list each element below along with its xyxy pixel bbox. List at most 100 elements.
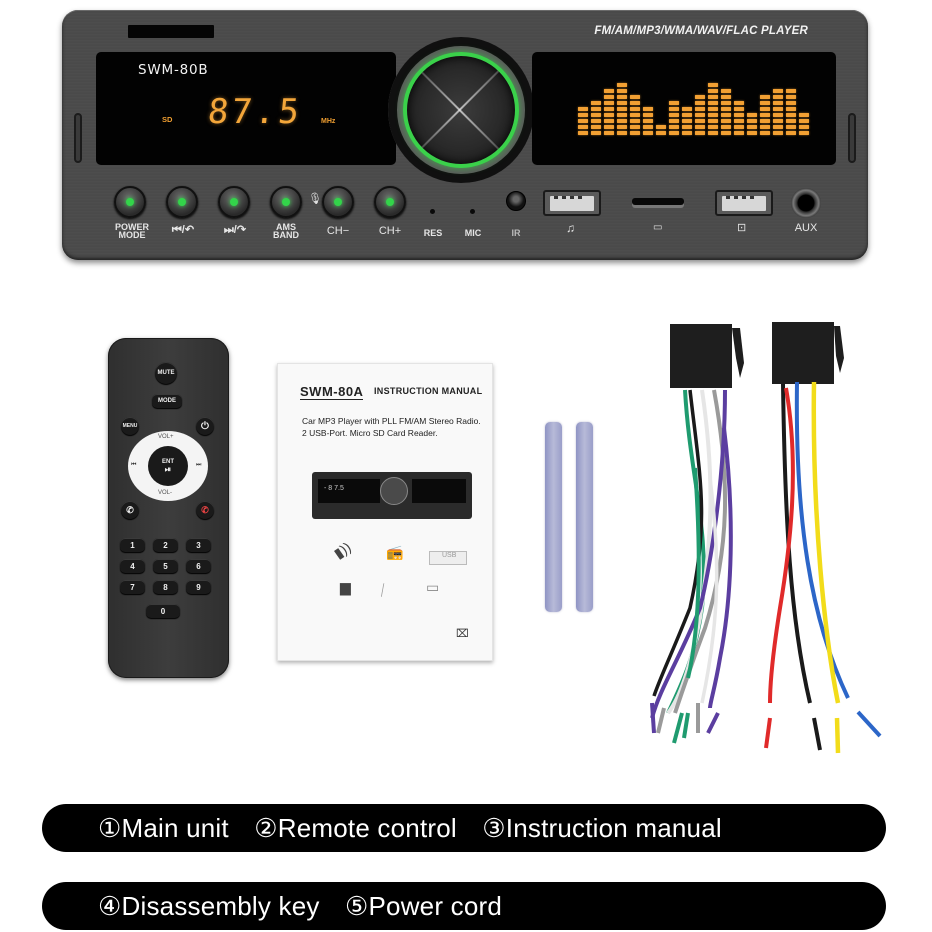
menu-button[interactable]: MENU xyxy=(121,417,139,435)
call-answer-icon[interactable]: ✆ xyxy=(121,501,139,519)
frequency-unit: MHz xyxy=(321,118,336,125)
eq-bar xyxy=(695,95,705,135)
ams-band-button[interactable] xyxy=(270,186,302,218)
source-indicator: SD xyxy=(162,115,173,124)
connector-left xyxy=(670,324,732,388)
manual-unit-illustration: - 8 7.5 xyxy=(312,472,472,519)
disassembly-key-2 xyxy=(576,422,593,612)
eq-bar xyxy=(643,107,653,135)
eq-bar xyxy=(708,83,718,135)
eq-bar xyxy=(669,101,679,135)
key-5[interactable]: 5 xyxy=(153,559,178,573)
led-indicator xyxy=(230,198,238,206)
manual-title: INSTRUCTION MANUAL xyxy=(374,386,483,396)
sd-card-icon: ▆ xyxy=(340,579,351,595)
prev-answer-button[interactable] xyxy=(166,186,198,218)
key-0[interactable]: 0 xyxy=(146,604,180,618)
volume-knob[interactable] xyxy=(388,37,534,183)
disc-slot xyxy=(128,25,214,38)
enter-play-button[interactable]: ENT ⏯ xyxy=(148,446,188,486)
left-release-notch xyxy=(74,113,82,163)
caption-line-2: ④Disassembly key ⑤Power cord xyxy=(42,882,886,930)
recycle-bin-icon: ⌧ xyxy=(456,628,469,640)
eq-bar xyxy=(617,83,627,135)
prev-answer-label: ⏮/↶ xyxy=(171,224,195,236)
right-release-notch xyxy=(848,113,856,163)
key-1[interactable]: 1 xyxy=(120,538,145,552)
mute-button[interactable]: MUTE xyxy=(155,362,177,384)
next-hangup-label: ⏭/↷ xyxy=(223,224,247,236)
wireless-remote-icon: ▮)) xyxy=(330,538,354,562)
led-indicator xyxy=(386,198,394,206)
next-icon[interactable]: ⏭ xyxy=(196,462,202,468)
reset-hole[interactable] xyxy=(430,209,435,214)
navigation-pad[interactable]: VOL+ VOL- ⏮ ⏭ ENT ⏯ xyxy=(128,431,208,501)
mode-button[interactable]: MODE xyxy=(152,394,182,408)
main-unit: FM/AM/MP3/WMA/WAV/FLAC PLAYER SWM-80B SD… xyxy=(62,10,868,260)
radio-icon: 📻 xyxy=(386,544,404,560)
key-9[interactable]: 9 xyxy=(186,580,211,594)
eq-bar xyxy=(760,95,770,135)
caption-power-cord: ⑤Power cord xyxy=(345,891,503,921)
next-hangup-button[interactable] xyxy=(218,186,250,218)
ch-minus-label: CH− xyxy=(326,225,350,237)
usb-port-charge[interactable] xyxy=(715,190,773,216)
battery-icon: ▭ xyxy=(426,579,440,595)
ir-label: IR xyxy=(511,228,521,238)
key-8[interactable]: 8 xyxy=(153,580,178,594)
equalizer-bars xyxy=(578,83,809,135)
format-tagline: FM/AM/MP3/WMA/WAV/FLAC PLAYER xyxy=(594,25,808,37)
frequency-display: SWM-80B SD 87.5 MHz xyxy=(96,52,396,165)
model-label: SWM-80B xyxy=(138,62,209,78)
key-2[interactable]: 2 xyxy=(153,538,178,552)
call-hangup-icon[interactable]: ✆ xyxy=(196,501,214,519)
aux-jack[interactable] xyxy=(791,188,821,218)
vol-up-button[interactable]: VOL+ xyxy=(158,434,174,440)
aux-cable-icon: ⟋ xyxy=(374,580,391,600)
eq-bar xyxy=(786,89,796,135)
caption-remote-control: ②Remote control xyxy=(254,813,457,843)
vol-down-button[interactable]: VOL- xyxy=(158,490,173,496)
charge-icon: ⊡ xyxy=(737,222,747,234)
ch-plus-label: CH+ xyxy=(378,225,402,237)
usb-stick-icon: USB xyxy=(429,551,467,565)
music-note-icon: ♫ xyxy=(566,221,575,235)
instruction-manual: SWM-80A INSTRUCTION MANUAL Car MP3 Playe… xyxy=(277,363,493,661)
volume-knob-face[interactable] xyxy=(403,52,519,168)
disassembly-key-1 xyxy=(545,422,562,612)
reset-label: RES xyxy=(423,228,443,238)
usb-port-music[interactable] xyxy=(543,190,601,216)
power-cord xyxy=(650,322,882,754)
eq-bar xyxy=(578,107,588,135)
key-7[interactable]: 7 xyxy=(120,580,145,594)
spectrum-display xyxy=(532,52,836,165)
eq-bar xyxy=(773,89,783,135)
eq-bar xyxy=(682,107,692,135)
manual-model: SWM-80A xyxy=(300,384,364,400)
folder-icon: ▭ xyxy=(653,222,663,233)
key-3[interactable]: 3 xyxy=(186,538,211,552)
prev-icon[interactable]: ⏮ xyxy=(131,462,137,468)
connector-right xyxy=(772,322,834,384)
caption-instruction-manual: ③Instruction manual xyxy=(482,813,722,843)
mic-label: MIC xyxy=(464,228,482,238)
key-6[interactable]: 6 xyxy=(186,559,211,573)
caption-main-unit: ①Main unit xyxy=(98,813,229,843)
power-mode-button[interactable] xyxy=(114,186,146,218)
micro-sd-slot[interactable] xyxy=(632,198,684,205)
ch-minus-button[interactable] xyxy=(322,186,354,218)
frequency-value: 87.5 xyxy=(205,92,304,132)
caption-line-1: ①Main unit ②Remote control ③Instruction … xyxy=(42,804,886,852)
ch-plus-button[interactable] xyxy=(374,186,406,218)
power-icon[interactable]: ⏻ xyxy=(196,417,214,435)
key-4[interactable]: 4 xyxy=(120,559,145,573)
ir-receiver xyxy=(506,191,526,211)
eq-bar xyxy=(656,125,666,135)
eq-bar xyxy=(734,101,744,135)
eq-bar xyxy=(721,89,731,135)
manual-description: Car MP3 Player with PLL FM/AM Stereo Rad… xyxy=(302,416,481,438)
caption-disassembly-key: ④Disassembly key xyxy=(98,891,320,921)
led-indicator xyxy=(282,198,290,206)
